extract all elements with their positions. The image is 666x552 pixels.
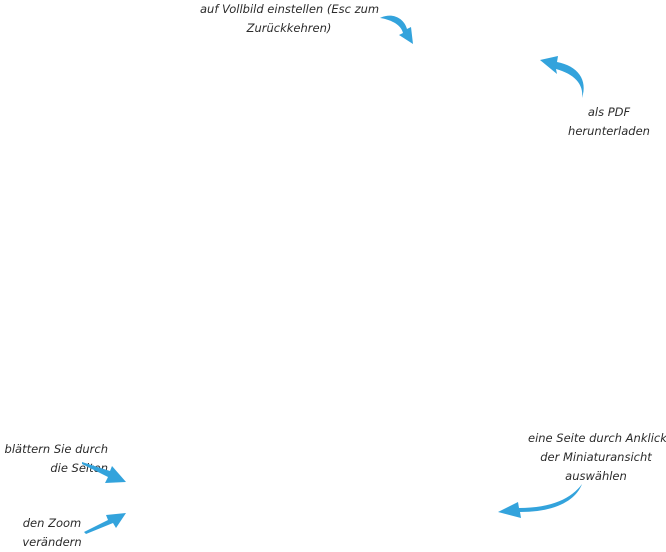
- download-pdf-hint: als PDF herunterladen: [560, 103, 658, 141]
- zoom-hint-line-2: verändern: [22, 535, 82, 549]
- browse-pages-hint-line-1: blättern Sie durch: [4, 442, 108, 456]
- zoom-hint-line-1: den Zoom: [22, 516, 82, 530]
- thumbnail-hint-line-1: eine Seite durch Anklicken: [528, 431, 666, 445]
- thumbnail-hint-line-3: auswählen: [565, 469, 627, 483]
- download-pdf-hint-line-1: als PDF: [587, 105, 631, 119]
- thumbnail-hint: eine Seite durch Anklicken der Miniatura…: [528, 429, 666, 486]
- browse-pages-hint-line-2: die Seiten: [50, 461, 108, 475]
- fullscreen-hint-line-1: auf Vollbild einstellen (Esc zum: [200, 2, 380, 16]
- fullscreen-hint-line-2: Zurückkehren): [246, 21, 332, 35]
- curved-arrow-down-right-icon: [380, 15, 413, 44]
- download-pdf-hint-line-2: herunterladen: [568, 124, 650, 138]
- zoom-hint: den Zoom verändern: [8, 514, 96, 552]
- arrow-down-right-icon: [82, 462, 126, 483]
- arrow-up-right-icon: [84, 513, 126, 534]
- fullscreen-hint: auf Vollbild einstellen (Esc zum Zurückk…: [200, 0, 380, 38]
- curved-arrow-left-icon: [498, 484, 582, 518]
- curved-arrow-up-left-icon: [540, 56, 584, 98]
- browse-pages-hint: blättern Sie durch die Seiten: [0, 440, 108, 478]
- thumbnail-hint-line-2: der Miniaturansicht: [540, 450, 652, 464]
